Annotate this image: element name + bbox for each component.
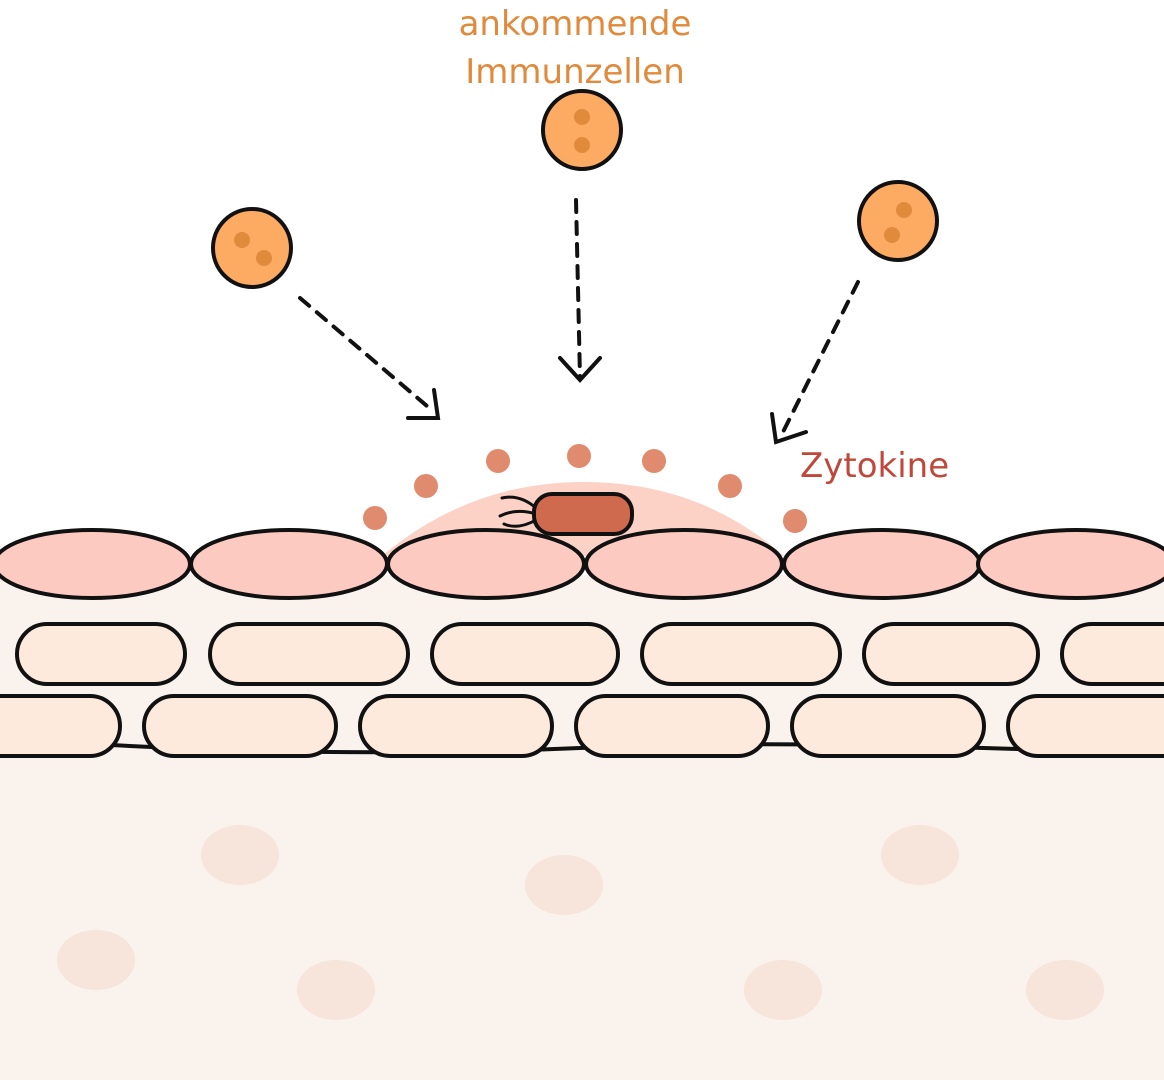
migration-arrows	[298, 198, 860, 445]
basal-cell	[790, 694, 986, 758]
immune-cell-center	[541, 89, 623, 171]
immune-label-line1: ankommende	[458, 4, 692, 44]
basal-cell	[208, 622, 410, 686]
basal-cell	[1060, 622, 1164, 686]
tissue-spot	[297, 960, 375, 1020]
arrow-center-head	[558, 356, 602, 383]
bacterium	[498, 492, 634, 536]
epithelial-layer	[0, 528, 1164, 600]
immune-cell-granule	[574, 109, 590, 125]
epithelial-cell	[0, 528, 192, 600]
cytokine-dot	[414, 474, 438, 498]
basal-cell	[574, 694, 770, 758]
cytokine-dot	[783, 509, 807, 533]
immune-cell-body	[857, 180, 939, 262]
tissue-spot	[525, 855, 603, 915]
cytokine-dot	[486, 449, 510, 473]
immune-cell-granule	[234, 232, 250, 248]
basal-cell-row-lower	[0, 694, 1164, 758]
basal-cell	[358, 694, 554, 758]
tissue-spot	[744, 960, 822, 1020]
immune-cell-body	[211, 207, 293, 289]
immune-cell-left	[211, 207, 293, 289]
immune-cell-granule	[574, 137, 590, 153]
basal-cell	[640, 622, 842, 686]
tissue-spot	[881, 825, 959, 885]
epithelial-cell	[584, 528, 784, 600]
cytokine-label: Zytokine	[800, 446, 950, 486]
cytokine-dot	[718, 474, 742, 498]
tissue-spot	[1026, 960, 1104, 1020]
arrow-right-head	[770, 412, 808, 445]
arrow-right-shaft	[778, 280, 860, 440]
immune-label-line2: Immunzellen	[465, 52, 685, 92]
epithelial-cell	[386, 528, 586, 600]
basal-cell	[0, 694, 122, 758]
immune-cell-granule	[896, 202, 912, 218]
immune-cell-right	[857, 180, 939, 262]
tissue-spot	[57, 930, 135, 990]
tissue-spots	[57, 825, 1104, 1020]
immune-cell-body	[541, 89, 623, 171]
immune-cell-granule	[884, 227, 900, 243]
basal-cell	[430, 622, 620, 686]
cytokine-dot	[567, 444, 591, 468]
basal-cell	[142, 694, 338, 758]
bacterium-body	[532, 492, 634, 536]
cytokine-dot	[363, 506, 387, 530]
tissue-spot	[201, 825, 279, 885]
immune-cell-granule	[256, 250, 272, 266]
basal-cell-row-upper	[15, 622, 1164, 686]
epithelial-cell	[782, 528, 982, 600]
arrow-left-shaft	[298, 296, 436, 414]
cytokine-dot	[642, 449, 666, 473]
epithelial-cell	[189, 528, 389, 600]
cytokines	[363, 444, 807, 533]
epithelial-cell	[976, 528, 1164, 600]
immune-cells-label: ankommende Immunzellen	[420, 0, 730, 96]
basal-cell	[1006, 694, 1164, 758]
arrow-center-shaft	[574, 198, 582, 380]
basal-cell	[862, 622, 1040, 686]
arrow-left-head	[406, 388, 441, 420]
basal-cell	[15, 622, 187, 686]
